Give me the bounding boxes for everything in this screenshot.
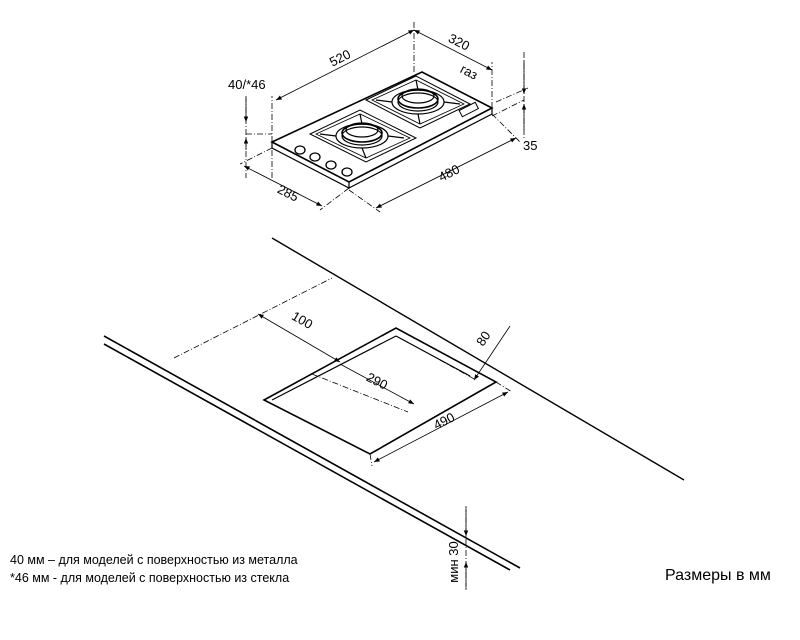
dim-35: 35 bbox=[523, 138, 537, 153]
dim-line-100 bbox=[257, 313, 341, 363]
knob-3 bbox=[325, 160, 337, 170]
countertop-front-edge-bottom bbox=[103, 343, 511, 571]
dim-min-30: мин 30 bbox=[446, 541, 461, 582]
dim-80: 80 bbox=[473, 328, 494, 348]
note-glass-surface: *46 мм - для моделей с поверхностью из с… bbox=[10, 571, 290, 585]
units-label: Размеры в мм bbox=[665, 567, 771, 584]
burner-front bbox=[308, 109, 418, 163]
cutout-dimensions bbox=[173, 277, 513, 590]
dim-100: 100 bbox=[289, 308, 315, 332]
countertop-drawing bbox=[103, 237, 685, 571]
knob-2 bbox=[309, 152, 321, 162]
dim-line-285 bbox=[243, 165, 323, 207]
control-knobs bbox=[294, 145, 353, 177]
cutout-inner-edge bbox=[271, 335, 397, 401]
note-metal-surface: 40 мм – для моделей с поверхностью из ме… bbox=[10, 553, 298, 567]
dim-line-480 bbox=[375, 137, 517, 209]
dim-line-320 bbox=[413, 29, 493, 71]
dim-520: 520 bbox=[327, 46, 353, 69]
dim-line-520 bbox=[275, 29, 415, 101]
gas-connector bbox=[458, 101, 480, 118]
dim-320: 320 bbox=[446, 30, 472, 53]
cutout-outline bbox=[262, 327, 498, 455]
dim-line-80 bbox=[473, 325, 511, 381]
gas-label: газ bbox=[458, 61, 480, 82]
hob-dimensions bbox=[239, 22, 529, 213]
dim-285: 285 bbox=[275, 181, 301, 204]
countertop-back-edge bbox=[271, 237, 685, 481]
dim-480: 480 bbox=[436, 161, 462, 184]
knob-4 bbox=[341, 167, 353, 177]
dim-line-490 bbox=[373, 391, 509, 463]
dim-490: 490 bbox=[431, 409, 457, 432]
dim-40-46: 40/*46 bbox=[228, 77, 266, 92]
knob-1 bbox=[294, 145, 306, 155]
countertop-front-edge-top bbox=[103, 335, 521, 569]
